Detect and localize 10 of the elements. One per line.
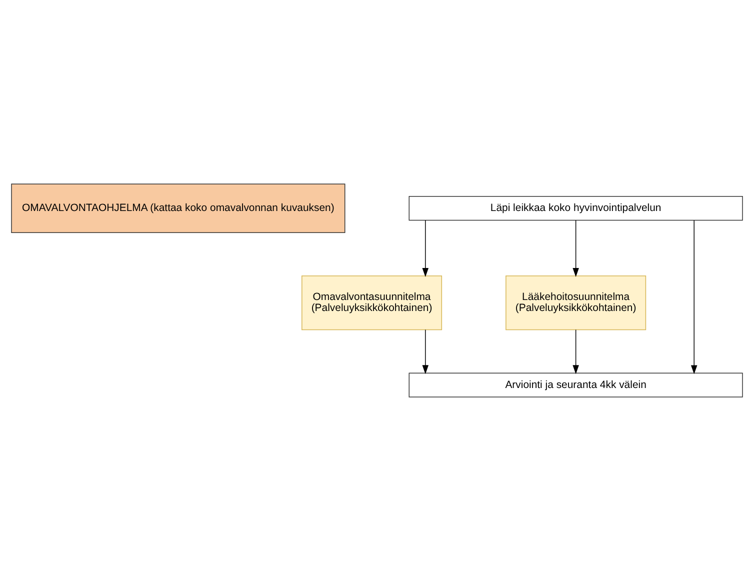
arrow (690, 220, 698, 374)
node-box: Arviointi ja seuranta 4kk välein (408, 372, 743, 397)
arrow (572, 328, 579, 374)
arrow (572, 219, 579, 277)
node-box: Läpi leikkaa koko hyvinvointipalvelun (408, 195, 743, 220)
arrow (422, 328, 429, 374)
arrow (422, 219, 429, 277)
node-box: Omavalvontasuunnitelma (Palveluyksikkökohtainen) (302, 275, 442, 330)
node-box: OMAVALVONTAOHJELMA (kattaa koko omavalvonnan kuvauksen) (11, 183, 346, 232)
node-box: Lääkehoitosuunnitelma (Palveluyksikkökohtainen) (506, 275, 646, 330)
